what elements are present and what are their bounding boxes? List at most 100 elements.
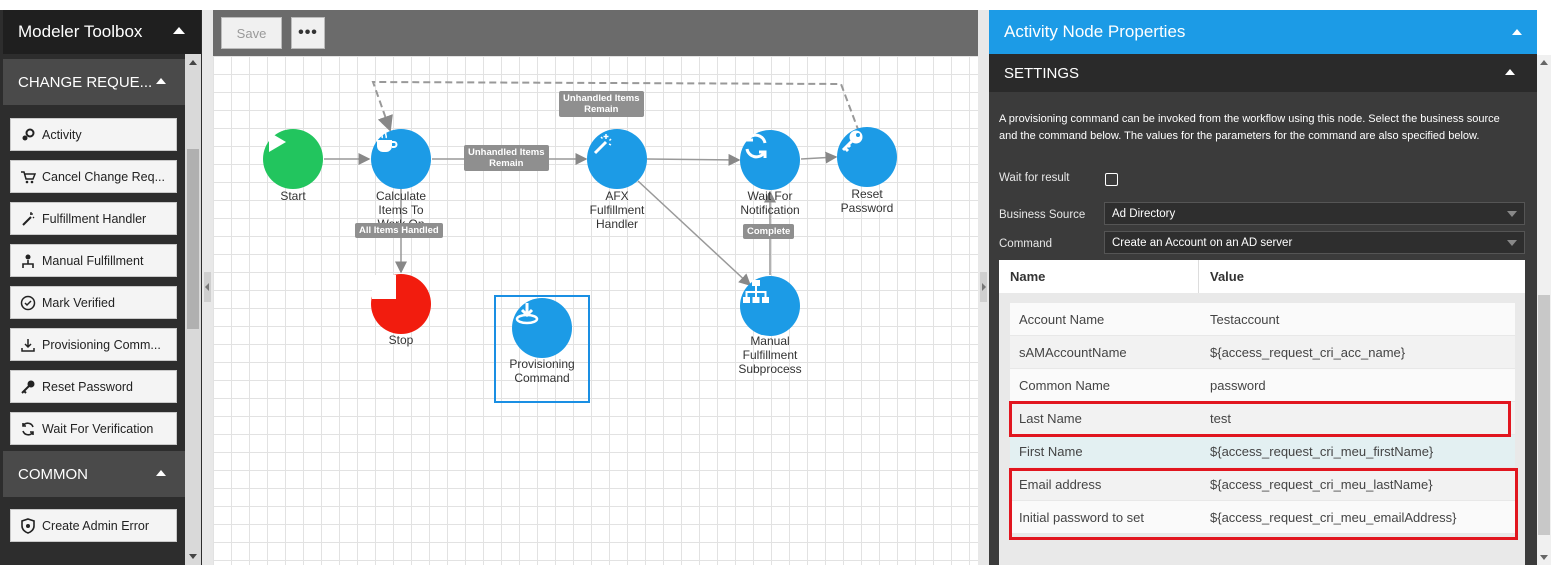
refresh-icon (19, 421, 37, 437)
stop-square-icon (372, 275, 396, 299)
wait-for-result-checkbox[interactable] (1105, 173, 1118, 186)
canvas-toolbar: Save ••• (213, 10, 978, 56)
edge-label-unhandled-top[interactable]: Unhandled Items Remain (559, 91, 644, 117)
key-icon (841, 130, 863, 153)
business-source-label: Business Source (999, 209, 1086, 221)
properties-title: Activity Node Properties (1004, 22, 1186, 41)
node-start[interactable] (263, 129, 323, 189)
properties-scrollbar[interactable] (1537, 55, 1551, 565)
edge-label-complete[interactable]: Complete (743, 224, 795, 239)
collapse-caret-icon[interactable] (1512, 29, 1522, 35)
edge-wait-reset[interactable] (800, 151, 838, 164)
param-value[interactable]: ${access_request_cri_meu_firstName} (1210, 443, 1434, 459)
param-value[interactable]: ${access_request_cri_meu_lastName} (1210, 476, 1433, 492)
param-value[interactable]: test (1210, 410, 1231, 426)
table-row[interactable]: Email address ${access_request_cri_meu_l… (1010, 468, 1515, 501)
shield-icon (19, 517, 37, 534)
node-calculate-items[interactable] (371, 129, 431, 189)
collapse-caret-icon[interactable] (1505, 69, 1515, 75)
settings-section-header[interactable]: SETTINGS (989, 54, 1537, 92)
toolbox-item-reset-password[interactable]: Reset Password (10, 370, 177, 403)
param-value[interactable]: ${access_request_cri_meu_emailAddress} (1210, 509, 1457, 525)
node-provisioning-command[interactable] (512, 298, 572, 358)
toolbox-item-create-admin-error[interactable]: Create Admin Error (10, 509, 177, 542)
highlight-box-last-name (1009, 401, 1511, 437)
item-label: Wait For Verification (42, 421, 154, 436)
label-line: Remain (584, 104, 619, 115)
table-row[interactable]: Initial password to set ${access_request… (1010, 501, 1515, 534)
edge-afx-wait[interactable] (646, 153, 741, 166)
item-label: Provisioning Comm... (42, 337, 161, 352)
section-change-request[interactable]: CHANGE REQUE... (3, 59, 185, 105)
node-provisioning-label: Provisioning Command (487, 357, 597, 385)
toolbox-scrollbar[interactable] (185, 54, 201, 565)
section-title: COMMON (18, 465, 88, 483)
node-stop[interactable] (371, 274, 431, 334)
command-label: Command (999, 238, 1053, 250)
scroll-up-icon[interactable] (1540, 60, 1548, 65)
scroll-down-icon[interactable] (189, 554, 197, 559)
node-reset-label: Reset Password (812, 187, 922, 215)
scroll-up-icon[interactable] (189, 60, 197, 65)
label-line: Command (514, 371, 570, 385)
column-header-value[interactable]: Value (1210, 269, 1244, 284)
save-button[interactable]: Save (221, 17, 282, 49)
scroll-thumb[interactable] (1538, 295, 1550, 535)
item-label: Reset Password (42, 379, 134, 394)
collapse-right-handle[interactable] (980, 272, 987, 302)
edge-label-unhandled-mid[interactable]: Unhandled Items Remain (464, 145, 549, 171)
label-line: Subprocess (738, 362, 802, 376)
toolbox-item-provisioning-command[interactable]: Provisioning Comm... (10, 328, 177, 361)
label-line: Reset (851, 187, 883, 201)
left-panel-splitter[interactable] (202, 10, 213, 565)
toolbox-item-wait-for-verification[interactable]: Wait For Verification (10, 412, 177, 445)
chevron-down-icon (1507, 211, 1517, 217)
edge-label-all-handled[interactable]: All Items Handled (355, 223, 443, 238)
toolbox-title: Modeler Toolbox (18, 22, 143, 41)
table-row[interactable]: Common Name password (1010, 369, 1515, 402)
table-row[interactable]: Account Name Testaccount (1010, 303, 1515, 336)
toolbox-item-manual-fulfillment[interactable]: Manual Fulfillment (10, 244, 177, 277)
modeler-toolbox: Modeler Toolbox CHANGE REQUE... Activity… (0, 10, 202, 565)
item-label: Manual Fulfillment (42, 253, 144, 268)
check-circle-icon (19, 295, 37, 311)
section-common[interactable]: COMMON (3, 451, 185, 497)
collapse-caret-icon[interactable] (173, 27, 185, 34)
selected-value: Create an Account on an AD server (1112, 236, 1293, 249)
edge-afx-manual[interactable] (637, 180, 752, 287)
node-wait-for-notification[interactable] (740, 130, 800, 190)
workflow-grid[interactable]: Start Calculate Items To Work On AFX Ful… (213, 56, 978, 565)
right-panel-splitter[interactable] (978, 10, 989, 565)
collapse-left-handle[interactable] (204, 272, 211, 302)
scroll-thumb[interactable] (187, 149, 199, 329)
business-source-select[interactable]: Ad Directory (1104, 202, 1525, 225)
table-row[interactable]: sAMAccountName ${access_request_cri_acc_… (1010, 336, 1515, 369)
parameters-table-body: Account Name Testaccount sAMAccountName … (999, 293, 1525, 565)
param-value[interactable]: Testaccount (1210, 311, 1280, 327)
label-line: Handler (595, 217, 639, 231)
toolbox-item-activity[interactable]: Activity (10, 118, 177, 151)
scroll-down-icon[interactable] (1540, 555, 1548, 560)
command-select[interactable]: Create an Account on an AD server (1104, 231, 1525, 254)
param-value[interactable]: password (1210, 377, 1266, 393)
properties-header[interactable]: Activity Node Properties (989, 10, 1537, 54)
node-start-label: Start (280, 189, 306, 203)
toolbox-item-mark-verified[interactable]: Mark Verified (10, 286, 177, 319)
toolbox-header[interactable]: Modeler Toolbox (3, 10, 201, 54)
column-header-name[interactable]: Name (999, 260, 1199, 293)
toolbox-item-cancel-change-request[interactable]: Cancel Change Req... (10, 160, 177, 193)
properties-panel: Activity Node Properties SETTINGS A prov… (989, 10, 1537, 565)
hierarchy-icon (743, 280, 769, 303)
node-reset-password[interactable] (837, 127, 897, 187)
more-options-button[interactable]: ••• (291, 17, 325, 49)
magic-wand-icon (19, 211, 37, 227)
param-name: Initial password to set (1019, 509, 1145, 525)
edge-reset-calculate-loop[interactable] (371, 80, 860, 133)
param-value[interactable]: ${access_request_cri_acc_name} (1210, 344, 1406, 360)
collapse-caret-icon[interactable] (156, 470, 166, 476)
node-manual-fulfillment-subprocess[interactable] (740, 276, 800, 336)
toolbox-item-fulfillment-handler[interactable]: Fulfillment Handler (10, 202, 177, 235)
table-row[interactable]: First Name ${access_request_cri_meu_firs… (1010, 435, 1515, 468)
node-afx-fulfillment-handler[interactable] (587, 129, 647, 189)
collapse-caret-icon[interactable] (156, 78, 166, 84)
